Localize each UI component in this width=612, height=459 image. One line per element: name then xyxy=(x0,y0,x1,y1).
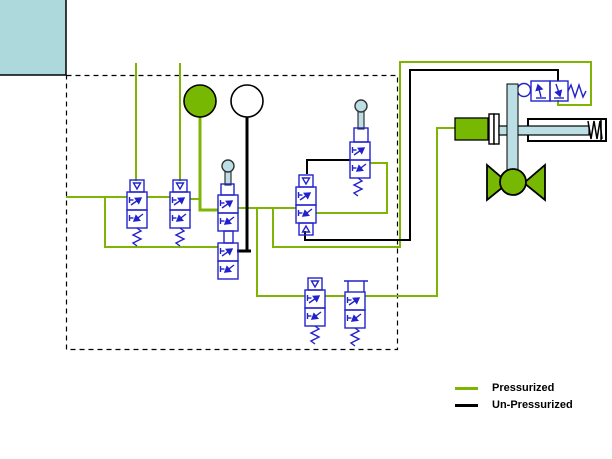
legend-row-pressurized: Pressurized xyxy=(455,382,573,395)
plunger-valve xyxy=(350,99,370,197)
bottom-pedal-valve xyxy=(344,280,368,347)
lever-ball-knob xyxy=(221,159,235,173)
pressurized-line-swatch xyxy=(455,387,478,390)
plunger-stem xyxy=(357,110,365,130)
bottom-pilot-valve xyxy=(305,277,325,345)
roller-limit-valve xyxy=(516,80,587,102)
double-pilot-valve xyxy=(296,174,316,236)
plunger-ball-knob xyxy=(354,99,368,113)
pressurized-lines xyxy=(66,61,592,297)
legend-label-unpressurized: Un-Pressurized xyxy=(492,399,573,411)
ball-valve-ball xyxy=(499,168,527,196)
mounting-flange xyxy=(493,113,500,145)
cylinder-cap-pressurized xyxy=(454,117,489,141)
cylinder-assembly xyxy=(454,83,607,174)
legend: Pressurized Un-Pressurized xyxy=(455,382,573,412)
roller-icon xyxy=(516,82,532,98)
system-boundary-dashed-box xyxy=(65,74,399,351)
ball-valve-left-wedge xyxy=(486,163,510,202)
ball-valve xyxy=(486,163,546,202)
pilot-valve-1 xyxy=(127,179,147,247)
unpressurized-line-swatch xyxy=(455,404,478,407)
pilot-valve-2 xyxy=(170,179,190,247)
manual-lever-valve-stack xyxy=(218,159,238,279)
valve-actuating-bar xyxy=(506,83,519,174)
legend-label-pressurized: Pressurized xyxy=(492,382,555,394)
mounting-flange xyxy=(488,113,495,145)
lever-stem xyxy=(224,170,232,186)
white-indicator-circle xyxy=(230,84,264,118)
ball-valve-right-wedge xyxy=(522,163,546,202)
slide-corner-decoration xyxy=(0,0,67,76)
unpressurized-lines xyxy=(237,69,559,253)
legend-row-unpressurized: Un-Pressurized xyxy=(455,399,573,412)
green-indicator-circle xyxy=(183,84,217,118)
